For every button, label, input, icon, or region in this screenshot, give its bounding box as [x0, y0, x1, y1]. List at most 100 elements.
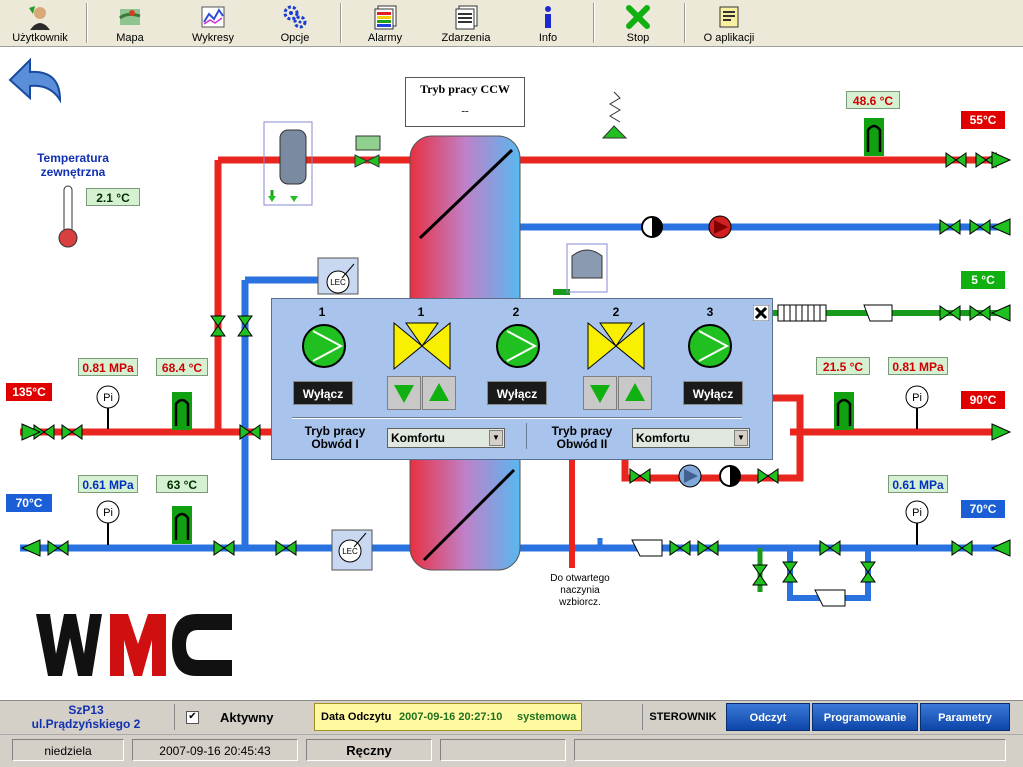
map-icon — [119, 9, 141, 25]
outside-temp-title: Temperatura zewnętrzna — [37, 151, 109, 179]
gears-icon — [283, 5, 307, 29]
ball-valve-icon — [819, 540, 841, 556]
toolbar-info-button[interactable]: Info — [518, 0, 578, 46]
toolbar-alarms-button[interactable]: Alarmy — [355, 0, 415, 46]
valve-1-number: 1 — [417, 305, 425, 319]
membrane-vessel — [566, 243, 608, 293]
svg-text:LEC: LEC — [342, 547, 358, 556]
status-bar: niedziela 2007-09-16 20:45:43 Ręczny — [0, 734, 1023, 767]
ball-valve-icon — [61, 424, 83, 440]
arrow-up-icon — [429, 383, 449, 401]
back-arrow-icon[interactable] — [8, 57, 62, 104]
circulation-pump-icon[interactable] — [708, 215, 732, 239]
motorized-valve[interactable] — [354, 135, 381, 168]
toolbar-charts-button[interactable]: Wykresy — [183, 0, 243, 46]
read-button[interactable]: Odczyt — [726, 703, 810, 731]
ball-valve-icon — [629, 468, 651, 484]
close-icon[interactable] — [752, 304, 770, 322]
outside-temp-readout: 2.1 °C — [86, 188, 140, 206]
mode1-select[interactable]: Komfortu ▼ — [387, 428, 505, 448]
temp-sensor-icon — [172, 392, 192, 430]
svg-text:Pi: Pi — [103, 507, 113, 519]
toolbar-about-button[interactable]: O aplikacji — [694, 0, 764, 46]
return-pressure-readout: 0.61 MPa — [78, 475, 138, 493]
arrow-down-icon — [394, 385, 414, 403]
dhw-temp-readout: 48.6 °C — [846, 91, 900, 109]
circuit-temp-readout: 21.5 °C — [816, 357, 870, 375]
pump-3-icon[interactable] — [687, 323, 733, 369]
valve-1-icon[interactable] — [392, 321, 452, 371]
pump-control-panel: 1 1 2 2 3 Wyłącz Wyłącz Wyłącz Tryb prac… — [271, 298, 773, 460]
cold-water-badge: 5 °C — [961, 271, 1005, 289]
flow-arrow-icon — [991, 423, 1012, 441]
toolbar-events-label: Zdarzenia — [441, 32, 491, 44]
temp-sensor-icon — [172, 506, 192, 544]
pump-3-off-button[interactable]: Wyłącz — [683, 381, 743, 405]
flow-arrow-icon — [990, 539, 1011, 557]
valve-2-icon[interactable] — [586, 321, 646, 371]
about-icon — [719, 6, 739, 28]
ball-valve-icon — [757, 468, 779, 484]
temp-sensor-icon — [834, 392, 854, 430]
active-checkbox[interactable]: ✔ — [186, 711, 199, 724]
info-icon — [545, 6, 551, 28]
toolbar-stop-button[interactable]: Stop — [608, 0, 668, 46]
pump-2-icon[interactable] — [495, 323, 541, 369]
dhw-setpoint-badge: 55°C — [961, 111, 1005, 129]
thermometer-icon — [58, 185, 78, 248]
water-meter-icon — [814, 589, 846, 607]
toolbar-map-button[interactable]: Mapa — [100, 0, 160, 46]
circuit-pump-icon[interactable] — [678, 464, 702, 488]
valve-2-close-button[interactable] — [583, 376, 617, 410]
ball-valve-icon — [213, 540, 235, 556]
network-return-badge: 70°C — [6, 494, 52, 512]
toolbar-info-label: Info — [538, 32, 558, 44]
flow-arrow-icon — [20, 539, 41, 557]
toolbar-map-label: Mapa — [116, 32, 144, 44]
user-icon — [29, 6, 50, 30]
return-temp-readout: 63 °C — [156, 475, 208, 493]
toolbar-events-button[interactable]: Zdarzenia — [436, 0, 496, 46]
panel-divider — [292, 417, 742, 419]
ball-valve-icon — [697, 540, 719, 556]
valve-2-open-button[interactable] — [618, 376, 652, 410]
filter-icon — [777, 304, 827, 322]
ball-valve-icon — [782, 561, 798, 583]
pump-1-off-button[interactable]: Wyłącz — [293, 381, 353, 405]
heat-meter-icon: LEC — [331, 529, 373, 571]
valve-1-close-button[interactable] — [387, 376, 421, 410]
events-icon — [455, 5, 478, 30]
programming-button[interactable]: Programowanie — [812, 703, 918, 731]
ball-valve-icon — [969, 305, 991, 321]
status-empty-2 — [574, 739, 1006, 761]
toolbar-options-label: Opcje — [280, 32, 310, 44]
status-day: niedziela — [12, 739, 124, 761]
wmc-logo — [36, 614, 232, 676]
status-empty-1 — [440, 739, 566, 761]
toolbar-user-button[interactable]: Użytkownik — [4, 0, 76, 46]
safety-valve — [601, 91, 628, 139]
water-meter-icon — [631, 539, 663, 557]
mode2-select[interactable]: Komfortu ▼ — [632, 428, 750, 448]
ball-valve-icon — [945, 152, 967, 168]
pressure-gauge-icon: Pi — [96, 500, 120, 545]
valve-1-open-button[interactable] — [422, 376, 456, 410]
toolbar-options-button[interactable]: Opcje — [265, 0, 325, 46]
ball-valve-icon — [275, 540, 297, 556]
ball-valve-icon — [939, 305, 961, 321]
ball-valve-icon — [969, 219, 991, 235]
circuit-supply-badge: 90°C — [961, 391, 1005, 409]
pump-2-off-button[interactable]: Wyłącz — [487, 381, 547, 405]
ball-valve-icon — [237, 315, 253, 337]
circuit-loop-pipe — [621, 394, 804, 482]
ball-valve-icon — [669, 540, 691, 556]
network-supply-badge: 135°C — [6, 383, 52, 401]
controller-label: STEROWNIK — [642, 704, 723, 730]
toolbar-alarms-label: Alarmy — [367, 32, 403, 44]
pump-1-icon[interactable] — [301, 323, 347, 369]
parameters-button[interactable]: Parametry — [920, 703, 1010, 731]
pump-2-number: 2 — [512, 305, 520, 319]
chevron-down-icon: ▼ — [734, 430, 748, 446]
